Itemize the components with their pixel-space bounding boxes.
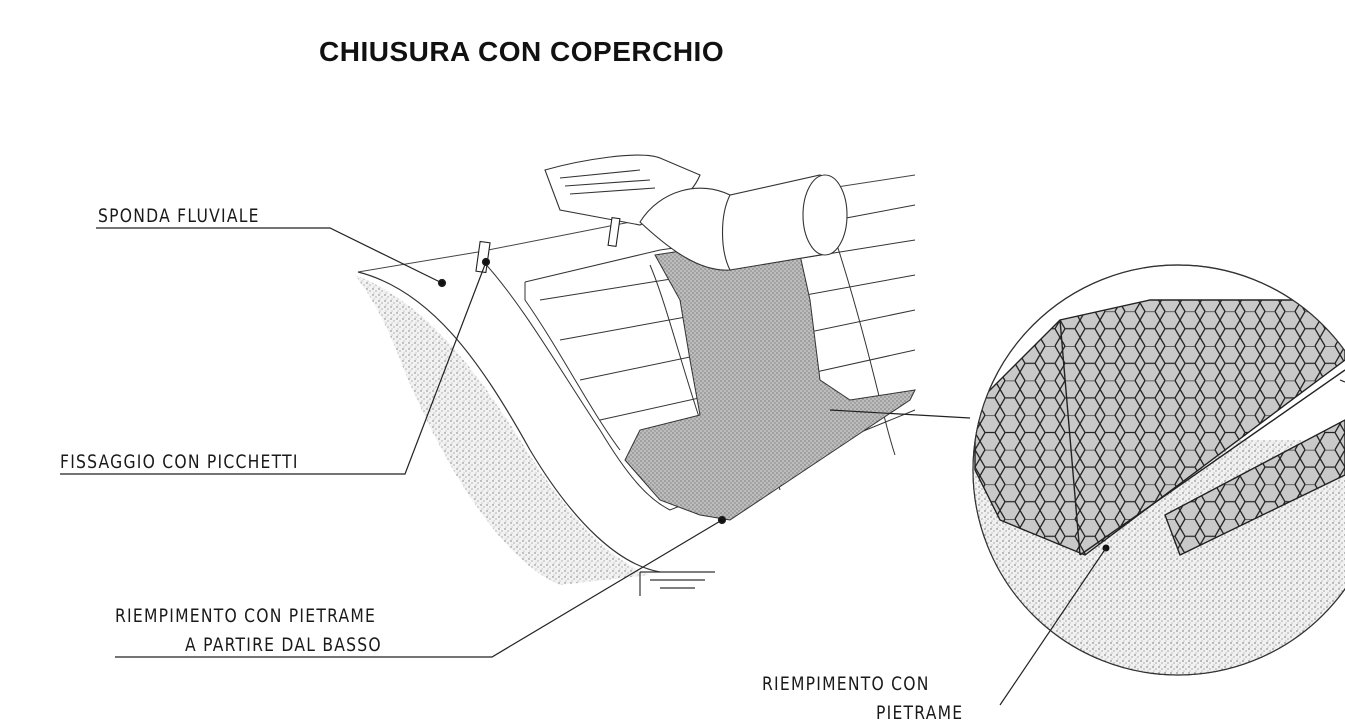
water-level-symbol: [639, 571, 715, 596]
rolled-lid: [544, 154, 848, 271]
detail-gabion-bottom: [1164, 418, 1345, 556]
river-bank-ground: [355, 275, 650, 585]
stone-fill-area: [624, 244, 916, 521]
label-detail-line1: RIEMPIMENTO CON: [762, 673, 930, 695]
label-detail-line2: PIETRAME: [876, 702, 964, 724]
diagram-title: CHIUSURA CON COPERCHIO: [319, 36, 725, 67]
detail-gabion-top: [974, 299, 1345, 556]
label-sponda-fluviale: SPONDA FLUVIALE: [98, 205, 260, 227]
label-riempimento-line2: A PARTIRE DAL BASSO: [185, 634, 382, 656]
bank-profile: [357, 271, 661, 573]
label-fissaggio: FISSAGGIO CON PICCHETTI: [60, 451, 299, 473]
leader-lines: [60, 227, 1345, 706]
label-riempimento-line1: RIEMPIMENTO CON PIETRAME: [115, 605, 377, 627]
